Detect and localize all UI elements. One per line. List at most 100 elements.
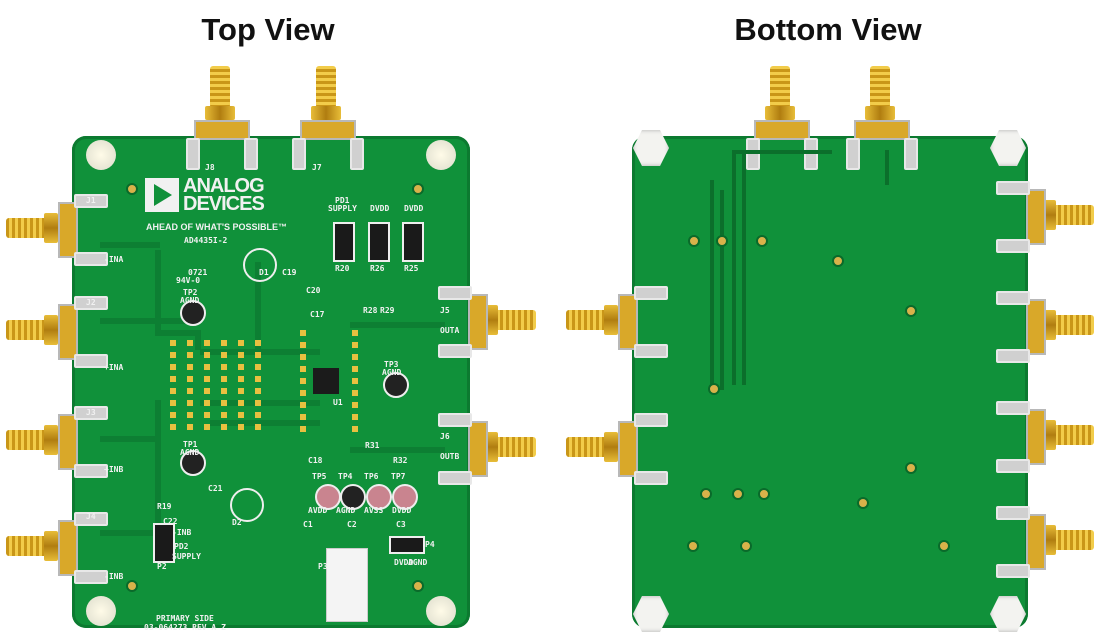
- sma-output-0-thread: [494, 310, 536, 330]
- sma-bottom-right-0-pad: [996, 239, 1030, 253]
- sma-output-0-flange: [468, 294, 488, 350]
- sma-bottom-right-3-flange: [1026, 514, 1046, 570]
- silkscreen-label: J8: [205, 163, 215, 172]
- smd-pad: [352, 402, 358, 408]
- pcb-trace: [742, 150, 746, 385]
- smd-pad: [352, 330, 358, 336]
- smd-pad: [255, 388, 261, 394]
- sma-bottom-top-b-flange: [854, 120, 910, 140]
- sma-input-2-pad: [74, 464, 108, 478]
- sma-j8-pad: [186, 138, 200, 170]
- logo-tagline: AHEAD OF WHAT'S POSSIBLE™: [146, 222, 287, 232]
- jumper-header: [368, 222, 390, 262]
- mounting-hole: [426, 140, 456, 170]
- via: [832, 255, 844, 267]
- silkscreen-label: C22: [163, 517, 178, 526]
- smd-pad: [352, 378, 358, 384]
- silkscreen-label: P4: [425, 540, 435, 549]
- silkscreen-label: +INA: [104, 363, 124, 372]
- silkscreen-label: AGND: [180, 296, 200, 305]
- smd-pad: [300, 378, 306, 384]
- smd-pad: [221, 400, 227, 406]
- smd-pad: [300, 330, 306, 336]
- sma-input-3-nut: [44, 531, 58, 561]
- silkscreen-label: AVDD: [308, 506, 328, 515]
- sma-output-1-pad: [438, 471, 472, 485]
- sma-bottom-right-0-thread: [1052, 205, 1094, 225]
- sma-bottom-right-2-flange: [1026, 409, 1046, 465]
- smd-pad: [238, 424, 244, 430]
- smd-pad: [170, 388, 176, 394]
- smd-pad: [300, 426, 306, 432]
- via: [758, 488, 770, 500]
- silkscreen-label: AGND: [408, 558, 428, 567]
- sma-input-0-thread: [6, 218, 48, 238]
- smd-pad: [221, 424, 227, 430]
- silkscreen-label: P3: [318, 562, 328, 571]
- sma-bottom-top-a-pad: [746, 138, 760, 170]
- pcb-trace: [210, 420, 320, 426]
- silkscreen-label: 94V-0: [176, 276, 201, 285]
- silkscreen-label: TP7: [391, 472, 406, 481]
- via: [126, 183, 138, 195]
- sma-bottom-left-1-nut: [604, 432, 618, 462]
- sma-j7-flange: [300, 120, 356, 140]
- silkscreen-label: R20: [335, 264, 350, 273]
- via: [700, 488, 712, 500]
- test-point: [366, 484, 392, 510]
- smd-pad: [352, 354, 358, 360]
- ic-u1: [313, 368, 339, 394]
- smd-pad: [300, 366, 306, 372]
- test-point: [180, 450, 206, 476]
- smd-pad: [204, 388, 210, 394]
- silkscreen-label: TP1: [183, 440, 198, 449]
- silkscreen-label: DVDD: [392, 506, 412, 515]
- silkscreen-label: R25: [404, 264, 419, 273]
- test-point: [383, 372, 409, 398]
- pcb-trace: [100, 242, 160, 248]
- sma-j8-pad: [244, 138, 258, 170]
- top-view-title: Top View: [201, 12, 335, 47]
- diode-outline: [243, 248, 277, 282]
- smd-pad: [170, 352, 176, 358]
- via: [716, 235, 728, 247]
- sma-bottom-right-2-pad: [996, 459, 1030, 473]
- silkscreen-label: DVDD: [370, 204, 390, 213]
- diode-outline: [230, 488, 264, 522]
- sma-bottom-right-1-pad: [996, 291, 1030, 305]
- smd-pad: [204, 352, 210, 358]
- sma-bottom-top-a-nut: [765, 106, 795, 120]
- silkscreen-label: TP4: [338, 472, 353, 481]
- standoff: [990, 130, 1026, 166]
- logo-line2: DEVICES: [183, 193, 265, 215]
- mounting-hole: [86, 140, 116, 170]
- sma-input-2-pad: [74, 406, 108, 420]
- sma-bottom-top-a-thread: [770, 66, 790, 108]
- sma-input-2-thread: [6, 430, 48, 450]
- smd-pad: [170, 376, 176, 382]
- smd-pad: [238, 340, 244, 346]
- smd-pad: [255, 412, 261, 418]
- smd-pad: [238, 412, 244, 418]
- smd-pad: [170, 412, 176, 418]
- jumper-header: [389, 536, 425, 554]
- sma-j8-thread: [210, 66, 230, 108]
- silkscreen-label: J5: [440, 306, 450, 315]
- via: [756, 235, 768, 247]
- sma-bottom-right-2-thread: [1052, 425, 1094, 445]
- test-point: [180, 300, 206, 326]
- smd-pad: [255, 364, 261, 370]
- jumper-header: [153, 523, 175, 563]
- smd-pad: [352, 414, 358, 420]
- sma-bottom-left-1-flange: [618, 421, 638, 477]
- logo-triangle-icon: [145, 178, 179, 212]
- silkscreen-label: J7: [312, 163, 322, 172]
- silkscreen-label: U1: [333, 398, 343, 407]
- sma-input-3-thread: [6, 536, 48, 556]
- pcb-trace: [100, 318, 200, 324]
- smd-pad: [238, 388, 244, 394]
- sma-input-3-pad: [74, 570, 108, 584]
- silkscreen-label: J3: [86, 408, 96, 417]
- sma-bottom-right-1-thread: [1052, 315, 1094, 335]
- sma-input-0-pad: [74, 194, 108, 208]
